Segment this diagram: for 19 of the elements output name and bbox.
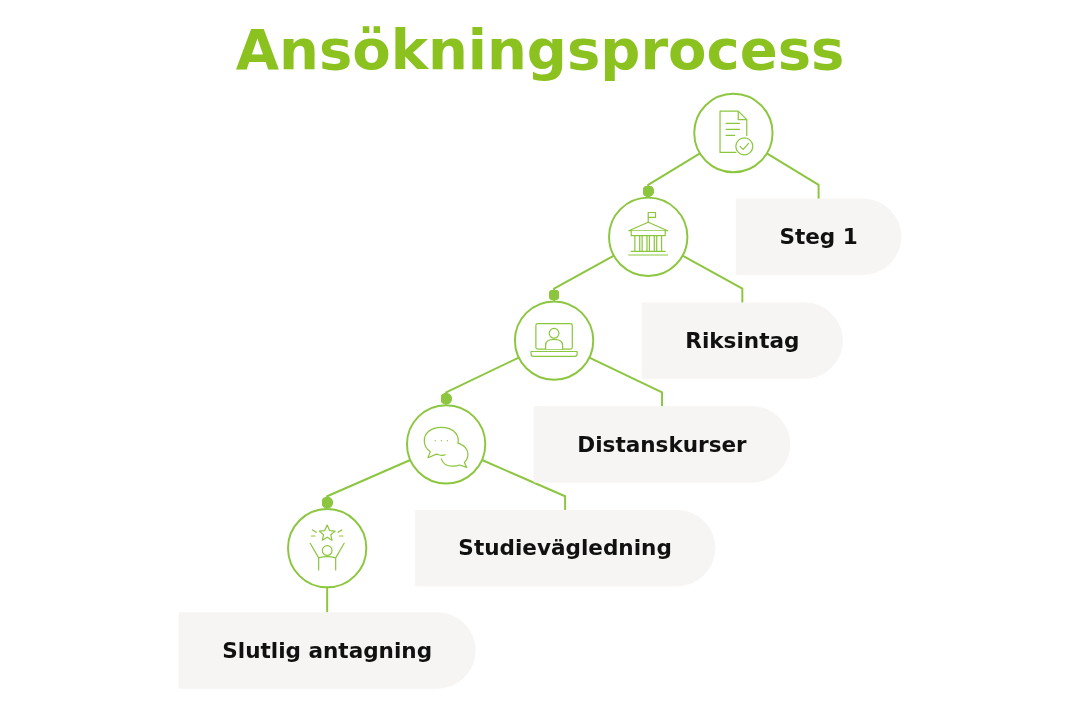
step-circle xyxy=(513,300,595,381)
connector-line xyxy=(681,254,744,304)
step-circle xyxy=(287,508,368,589)
connector-line xyxy=(588,356,663,408)
step-label-box: Distanskurser xyxy=(533,406,791,483)
step-label-box: Slutlig antagning xyxy=(178,612,476,689)
connector-line xyxy=(440,356,520,407)
step-circle xyxy=(405,404,487,485)
connector-line xyxy=(326,586,329,614)
connector-line xyxy=(548,254,615,303)
step-label-box: Riksintag xyxy=(641,302,843,379)
step-circle xyxy=(693,92,774,174)
connector-line xyxy=(765,152,820,201)
connector-line xyxy=(481,459,567,512)
connector-line xyxy=(321,459,412,510)
step-label-box: Steg 1 xyxy=(735,198,902,275)
connector-line xyxy=(642,152,701,199)
title: Ansökningsprocess xyxy=(234,16,846,84)
step-circle xyxy=(608,196,689,277)
